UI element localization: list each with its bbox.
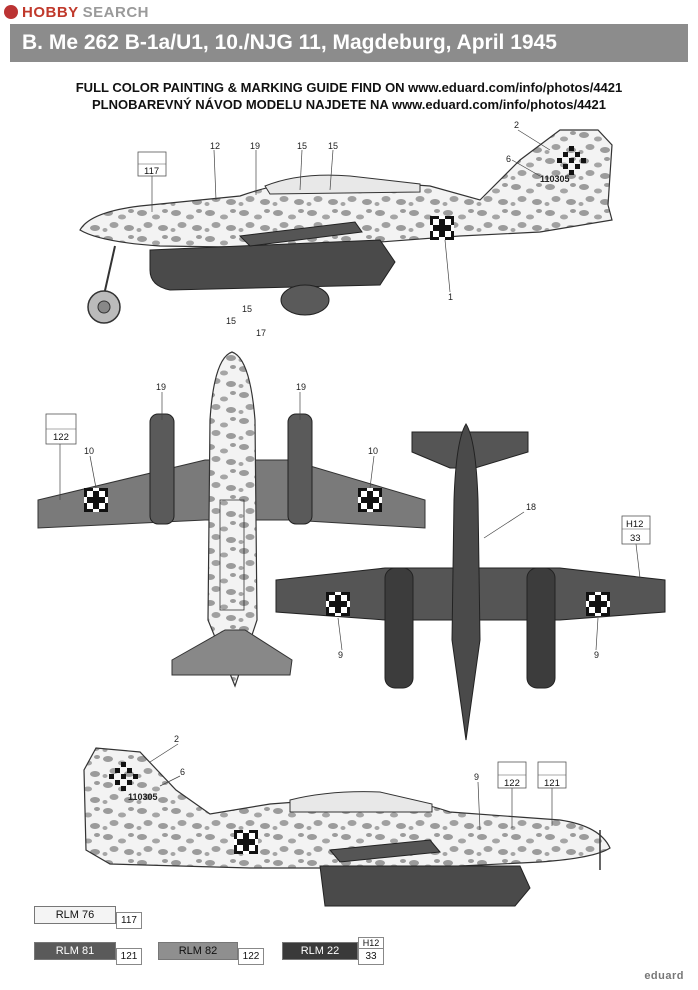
side-top-callout: 15 [297,141,307,151]
side-view-right: 110305 [83,747,611,907]
plan-top-callout: 10 [84,446,94,456]
side-bottom-callout: 2 [174,734,179,744]
side-bottom-callout: 6 [180,767,185,777]
side-top-callout-lines [151,129,551,293]
plan-bottom-callout: 9 [594,650,599,660]
swatch-rlm81: RLM 81 [34,942,116,960]
page-title: B. Me 262 B-1a/U1, 10./NJG 11, Magdeburg… [10,24,688,62]
side-top-callout: 15 [328,141,338,151]
plan-view-bottom [275,423,666,741]
plan-top-callout: 19 [156,382,166,392]
swatch-rlm76: RLM 76 [34,906,116,924]
watermark-brand-part1: HOBBY [22,3,79,21]
side-top-callout: 1 [448,292,453,302]
plan-top-callout: 10 [368,446,378,456]
side-bottom-serial: 110305 [128,792,158,802]
side-top-callout: 12 [210,141,220,151]
plan-bottom-callout: 18 [526,502,536,512]
side-top-box-117: 117 [144,166,159,177]
side-bottom-callout-lines [149,743,553,831]
swatch-rlm22-code-top: H12 [358,937,384,948]
plan-top-callout: 19 [296,382,306,392]
plan-bottom-callout-lines [337,511,641,651]
plan-bottom-callout: 9 [338,650,343,660]
side-top-callout: 2 [514,120,519,130]
hobbysearch-watermark: HOBBY SEARCH [4,2,149,22]
hobbysearch-logo-icon [4,5,18,19]
side-top-serial: 110305 [540,174,570,184]
eduard-logo: eduard [644,970,684,982]
swatch-rlm81-code: 121 [116,948,142,965]
side-top-callout: 19 [250,141,260,151]
side-top-callout: 15 [226,316,236,326]
plan-bottom-box-h12: H12 [626,519,643,530]
side-view-left: 110305 [79,129,613,324]
watermark-brand-part2: SEARCH [82,3,150,21]
swatch-rlm82: RLM 82 [158,942,238,960]
side-bottom-box-122: 122 [504,778,520,789]
side-bottom-callout: 9 [474,772,479,782]
side-bottom-box-121: 121 [544,778,560,789]
plan-top-box-122: 122 [53,432,69,443]
swatch-rlm82-code: 122 [238,948,264,965]
side-top-callout: 15 [242,304,252,314]
guide-english: FULL COLOR PAINTING & MARKING GUIDE FIND… [75,80,623,95]
swatch-rlm76-code: 117 [116,912,142,929]
guide-czech: PLNOBAREVNÝ NÁVOD MODELU NAJDETE NA www.… [91,97,607,112]
side-top-callout: 17 [256,328,266,338]
swatch-rlm22: RLM 22 [282,942,358,960]
plan-view-top [37,351,426,688]
side-top-callout: 6 [506,154,511,164]
plan-bottom-box-33: 33 [630,533,641,544]
swatch-rlm22-code: 33 [358,948,384,965]
plan-top-callout-lines [59,392,375,500]
